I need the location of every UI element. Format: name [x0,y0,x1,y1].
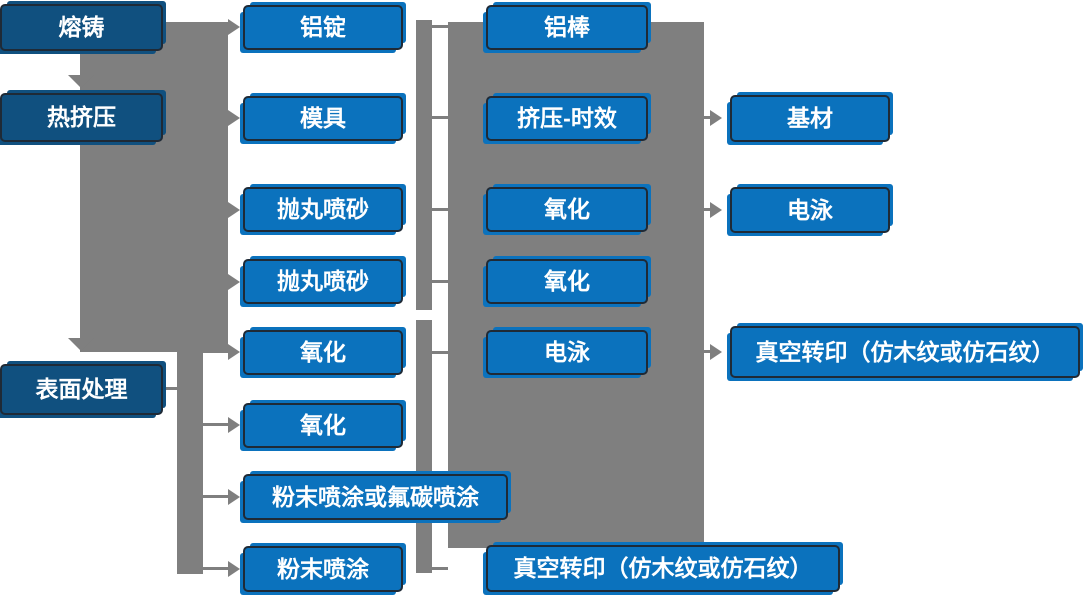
link-row3 [432,208,448,211]
node-hot-extrusion: 热挤压 [0,93,163,142]
flow-arrow-right [228,202,240,218]
flow-arrow-shaft [702,350,712,353]
node-surface-treatment: 表面处理 [0,364,163,415]
node-shot-blasting-sandblasting-2: 抛丸喷砂 [243,259,403,304]
node-oxidation-2: 氧化 [243,403,403,448]
node-powder-coating: 粉末喷涂 [243,546,403,592]
link-row4 [432,280,448,283]
node-aluminum-rod: 铝棒 [486,5,648,50]
node-oxidation-a: 氧化 [486,187,648,232]
flow-arrow-right [710,202,722,218]
flow-arrow-shaft [702,116,712,119]
flow-arrow-right [228,417,240,433]
flow-arrow-shaft [201,567,230,570]
node-electrophoresis: 电泳 [486,330,648,375]
connector-bar-surface [177,352,203,574]
node-electrophoresis-final: 电泳 [730,187,890,233]
flow-arrow-right [710,344,722,360]
flow-arrow-shaft [201,423,230,426]
flow-arrow-shaft [201,495,230,498]
link-row2 [432,116,448,119]
flow-arrow-shaft [201,350,230,353]
connector-bar-mid-lower [416,320,432,573]
node-melting-casting: 熔铸 [0,4,163,51]
node-powder-or-fluorocarbon-coating: 粉末喷涂或氟碳喷涂 [243,474,508,520]
flow-arrow-right [228,489,240,505]
flow-arrow-right [228,110,240,126]
node-shot-blasting-sandblasting-1: 抛丸喷砂 [243,187,403,232]
flow-arrow-right [228,344,240,360]
link-surface-treatment [163,387,177,390]
connector-block-left [80,22,228,352]
node-oxidation-b: 氧化 [486,259,648,304]
link-row1 [432,25,448,28]
node-vacuum-transfer-print-right: 真空转印（仿木纹或仿石纹） [730,326,1080,378]
link-row5 [432,351,448,354]
flow-arrow-right [228,274,240,290]
node-base-material: 基材 [730,95,890,142]
node-oxidation-1: 氧化 [243,330,403,375]
node-mold: 模具 [243,96,403,141]
node-extrusion-aging: 挤压-时效 [486,96,648,141]
flow-arrow-down [68,338,94,351]
flow-arrow-right [228,561,240,577]
flow-arrow-right [710,110,722,126]
link-row8 [432,567,448,570]
node-aluminum-ingot: 铝锭 [243,5,403,50]
node-vacuum-transfer-print-bottom: 真空转印（仿木纹或仿石纹） [486,545,840,592]
flow-arrow-shaft [702,208,712,211]
flow-arrow-down [68,75,94,88]
flow-arrow-right [228,19,240,35]
connector-bar-mid-upper [416,20,432,310]
